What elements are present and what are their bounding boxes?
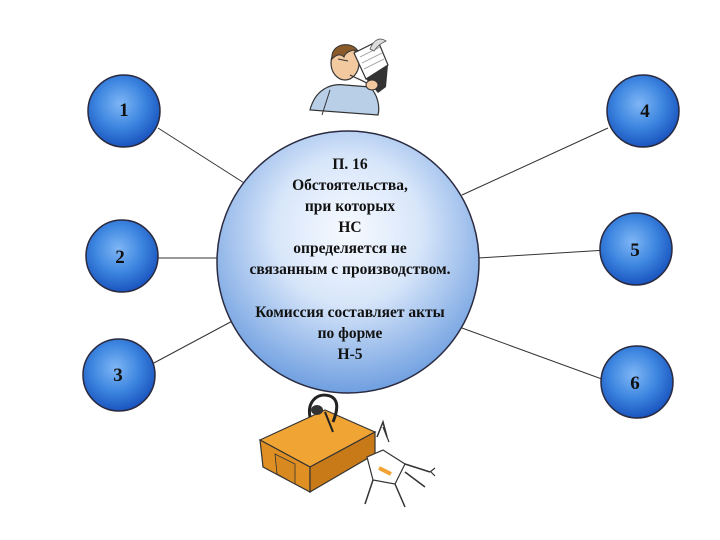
node-6-label: 6 (615, 369, 655, 399)
center-line: НС (220, 217, 480, 238)
center-line: Обстоятельства, (220, 175, 480, 196)
connector-6 (462, 328, 610, 382)
center-line: при которых (220, 196, 480, 217)
connector-5 (478, 250, 607, 258)
center-line: связанным с производством. (220, 259, 480, 280)
person-reading-icon (310, 39, 388, 115)
node-4-label: 4 (625, 97, 665, 127)
person-tripping-desk-icon (260, 395, 435, 507)
center-line: по форме (225, 323, 475, 344)
node-3-label: 3 (98, 361, 138, 391)
node-2-label: 2 (100, 243, 140, 273)
center-line: П. 16 (220, 154, 480, 175)
connector-4 (462, 128, 608, 195)
center-line: определяется не (220, 238, 480, 259)
center-line: Н-5 (225, 344, 475, 365)
center-line: Комиссия составляет акты (225, 302, 475, 323)
node-1-label: 1 (104, 96, 144, 126)
center-text-top: П. 16 Обстоятельства, при которых НС опр… (220, 154, 480, 280)
node-5-label: 5 (615, 236, 655, 266)
center-text-bottom: Комиссия составляет акты по форме Н-5 (225, 302, 475, 365)
